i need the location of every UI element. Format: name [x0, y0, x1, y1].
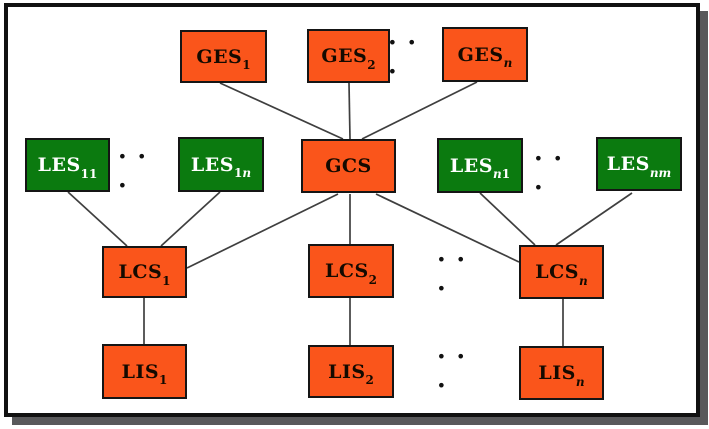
node-lis1-label: LIS1	[121, 360, 168, 388]
node-les11-label: LES11	[37, 154, 98, 181]
node-gesn: GESn	[442, 27, 528, 82]
ellipsis-ges: · · ·	[388, 28, 418, 86]
node-gcs-label: GCS	[325, 155, 372, 177]
edge-lesnm-lcsn	[555, 192, 633, 246]
edge-ges2-gcs	[348, 82, 351, 140]
node-lcs2-label: LCS2	[324, 260, 378, 287]
ellipsis-lcs: · · ·	[437, 245, 467, 303]
node-lisn: LISn	[519, 346, 604, 400]
node-lisn-label: LISn	[538, 362, 585, 389]
edge-gcs-lcs1	[186, 193, 339, 269]
node-ges2: GES2	[307, 29, 390, 83]
node-lcsn-label: LCSn	[535, 261, 588, 288]
node-ges1: GES1	[180, 30, 267, 83]
node-lesn1-label: LESn1	[449, 154, 511, 182]
edge-gcs-lcsn	[375, 193, 520, 263]
node-ges1-label: GES1	[196, 45, 251, 73]
node-les1n: LES1n	[178, 137, 264, 192]
ellipsis-les-left: · · ·	[118, 142, 148, 200]
node-lesnm: LESnm	[596, 137, 682, 191]
edge-les11-lcs1	[67, 191, 128, 247]
edge-lesn1-lcsn	[479, 192, 536, 246]
edge-gesn-gcs	[361, 81, 478, 140]
node-les11: LES11	[25, 138, 110, 192]
node-lis1: LIS1	[102, 344, 187, 399]
edge-ges1-gcs	[219, 82, 344, 140]
node-lcs1: LCS1	[102, 246, 187, 298]
node-lis2: LIS2	[308, 345, 394, 398]
ellipsis-les-right: · · ·	[534, 144, 564, 202]
node-les1n-label: LES1n	[190, 153, 252, 181]
node-lis2-label: LIS2	[328, 360, 374, 388]
node-lesn1: LESn1	[437, 138, 523, 193]
node-lcsn: LCSn	[519, 245, 604, 299]
edge-les1n-lcs1	[160, 191, 221, 247]
node-lesnm-label: LESnm	[606, 153, 672, 180]
node-lcs1-label: LCS1	[118, 261, 171, 288]
node-gesn-label: GESn	[457, 43, 513, 71]
node-lcs2: LCS2	[308, 244, 394, 298]
node-gcs: GCS	[301, 139, 396, 193]
node-ges2-label: GES2	[321, 45, 376, 72]
ellipsis-lis: · · ·	[437, 342, 467, 400]
